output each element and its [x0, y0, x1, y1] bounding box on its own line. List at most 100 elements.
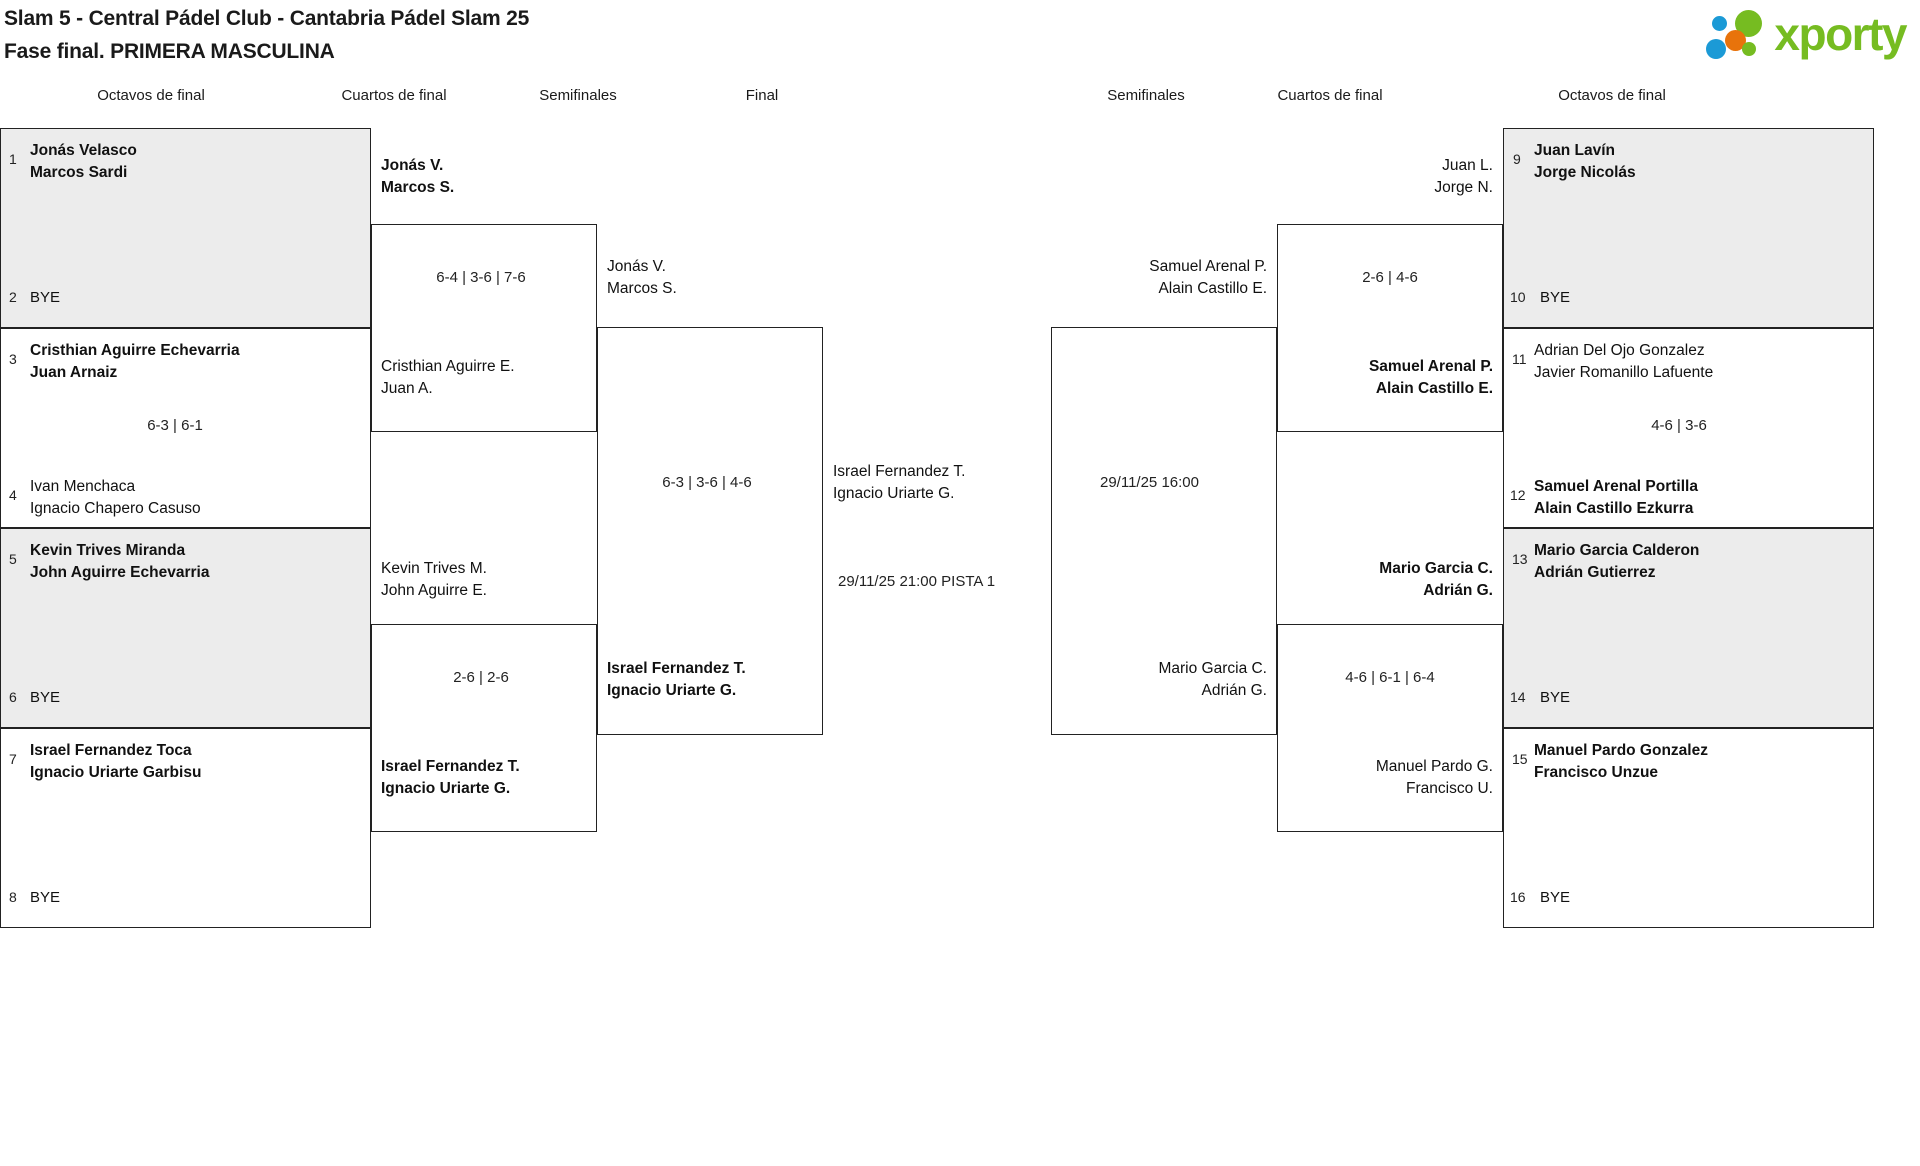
seed-number: 14 — [1510, 689, 1526, 705]
team-name: Israel Fernandez T. — [381, 758, 520, 775]
round-header-right-qf: Cuartos de final — [1277, 87, 1383, 104]
team-name: BYE — [30, 289, 61, 306]
match-score: 6-3 | 6-1 — [147, 417, 203, 434]
team-name: BYE — [1540, 889, 1571, 906]
final-schedule: 29/11/25 21:00 PISTA 1 — [838, 573, 996, 590]
team-name: Alain Castillo Ezkurra — [1534, 500, 1694, 517]
team-name: BYE — [30, 689, 61, 706]
team-name: Juan A. — [381, 380, 433, 397]
team-name: Jorge N. — [1434, 179, 1493, 196]
logo-wordmark: xporty — [1774, 8, 1907, 60]
match-box-left-qf-2[interactable] — [371, 624, 597, 832]
match-box-right-sf[interactable] — [1051, 327, 1277, 735]
team-name: Samuel Arenal P. — [1149, 258, 1267, 275]
seed-number: 13 — [1512, 551, 1528, 567]
team-name: Juan Lavín — [1534, 142, 1615, 159]
match-score: 4-6 | 3-6 — [1651, 417, 1707, 434]
team-name: John Aguirre Echevarria — [30, 564, 210, 581]
match-box-right-qf-1[interactable] — [1277, 224, 1503, 432]
team-name: Mario Garcia C. — [1158, 660, 1267, 677]
team-name: Jorge Nicolás — [1534, 164, 1636, 181]
team-name: Juan L. — [1442, 157, 1493, 174]
match-box-left-r16-2[interactable] — [0, 328, 371, 528]
match-box-left-qf-1[interactable] — [371, 224, 597, 432]
team-name: Mario Garcia Calderon — [1534, 542, 1700, 559]
team-name: Juan Arnaiz — [30, 364, 118, 381]
logo-dots-icon — [1706, 8, 1768, 60]
round-header-final: Final — [745, 87, 779, 104]
team-name: BYE — [1540, 289, 1571, 306]
team-name: Kevin Trives M. — [381, 560, 487, 577]
seed-number: 16 — [1510, 889, 1526, 905]
seed-number: 6 — [9, 689, 17, 705]
team-name: Marcos S. — [607, 280, 677, 297]
seed-number: 2 — [9, 289, 17, 305]
match-box-left-r16-1[interactable] — [0, 128, 371, 328]
team-name: Francisco U. — [1406, 780, 1493, 797]
match-box-left-sf[interactable] — [597, 327, 823, 735]
seed-number: 12 — [1510, 487, 1526, 503]
seed-number: 3 — [9, 351, 17, 367]
team-name: Cristhian Aguirre E. — [381, 358, 515, 375]
seed-number: 4 — [9, 487, 17, 503]
round-header-left-sf: Semifinales — [539, 87, 617, 104]
match-box-left-r16-3[interactable] — [0, 528, 371, 728]
team-name: Kevin Trives Miranda — [30, 542, 186, 559]
team-name: Samuel Arenal P. — [1368, 358, 1493, 375]
seed-number: 9 — [1513, 151, 1521, 167]
team-name: Javier Romanillo Lafuente — [1534, 364, 1714, 381]
match-box-left-r16-4[interactable] — [0, 728, 371, 928]
seed-number: 11 — [1512, 351, 1527, 367]
round-header-right-r16: Octavos de final — [1558, 87, 1666, 104]
match-box-right-qf-2[interactable] — [1277, 624, 1503, 832]
match-score: 2-6 | 2-6 — [453, 669, 509, 686]
match-box-right-r16-4[interactable] — [1503, 728, 1874, 928]
team-name: Francisco Unzue — [1534, 764, 1659, 781]
match-score: 6-3 | 3-6 | 4-6 — [662, 474, 752, 491]
team-name: Ignacio Uriarte G. — [607, 682, 737, 699]
tournament-title-line-1: Slam 5 - Central Pádel Club - Cantabria … — [4, 7, 530, 30]
team-name: Manuel Pardo G. — [1375, 758, 1493, 775]
team-name: Alain Castillo E. — [1375, 380, 1493, 397]
match-box-right-r16-2[interactable] — [1503, 328, 1874, 528]
page-title: Slam 5 - Central Pádel Club - Cantabria … — [4, 2, 529, 68]
team-name: Jonás V. — [607, 258, 666, 275]
round-header-right-sf: Semifinales — [1107, 87, 1185, 104]
seed-number: 7 — [9, 751, 17, 767]
team-name: John Aguirre E. — [381, 582, 487, 599]
seed-number: 8 — [9, 889, 17, 905]
final-team-line-1: Israel Fernandez T. — [833, 463, 966, 480]
team-name: Israel Fernandez Toca — [30, 742, 192, 759]
team-name: Adrian Del Ojo Gonzalez — [1534, 342, 1705, 359]
team-name: Ivan Menchaca — [30, 478, 136, 495]
match-box-right-r16-1[interactable] — [1503, 128, 1874, 328]
match-score: 4-6 | 6-1 | 6-4 — [1345, 669, 1435, 686]
team-name: Israel Fernandez T. — [607, 660, 746, 677]
seed-number: 10 — [1510, 289, 1526, 305]
team-name: Cristhian Aguirre Echevarria — [30, 342, 240, 359]
round-header-left-qf: Cuartos de final — [341, 87, 447, 104]
team-name: Jonás Velasco — [30, 142, 137, 159]
team-name: Adrián Gutierrez — [1534, 564, 1656, 581]
team-name: Marcos S. — [381, 179, 455, 196]
team-name: Jonás V. — [381, 157, 444, 174]
match-box-right-r16-3[interactable] — [1503, 528, 1874, 728]
right-sf-schedule: 29/11/25 16:00 — [1100, 474, 1199, 491]
team-name: Ignacio Uriarte G. — [381, 780, 511, 797]
team-name: Adrián G. — [1423, 582, 1493, 599]
team-name: Adrián G. — [1201, 682, 1267, 699]
final-team-line-2: Ignacio Uriarte G. — [833, 485, 955, 502]
xporty-logo: xporty — [1706, 6, 1907, 62]
team-name: Alain Castillo E. — [1158, 280, 1267, 297]
round-header-left-r16: Octavos de final — [97, 87, 205, 104]
team-name: Marcos Sardi — [30, 164, 128, 181]
seed-number: 1 — [9, 151, 17, 167]
team-name: Ignacio Uriarte Garbisu — [30, 764, 202, 781]
team-name: BYE — [30, 889, 61, 906]
tournament-title-line-2: Fase final. PRIMERA MASCULINA — [4, 40, 335, 63]
match-score: 2-6 | 4-6 — [1362, 269, 1418, 286]
team-name: Mario Garcia C. — [1379, 560, 1493, 577]
match-score: 6-4 | 3-6 | 7-6 — [436, 269, 526, 286]
seed-number: 5 — [9, 551, 17, 567]
team-name: BYE — [1540, 689, 1571, 706]
